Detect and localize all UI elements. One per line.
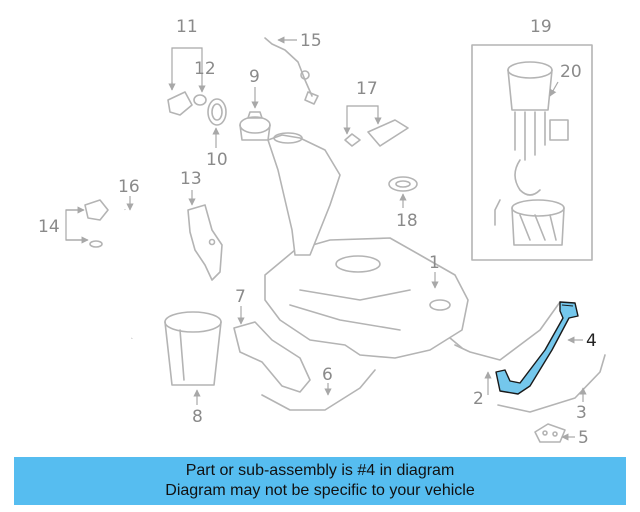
callout-5: 5 (578, 428, 589, 448)
fuel-pump-module (471, 44, 593, 261)
seal-10 (207, 98, 227, 126)
callout-2: 2 (473, 389, 484, 409)
callout-7: 7 (235, 287, 246, 307)
hose-16 (123, 209, 147, 339)
callout-13: 13 (180, 169, 202, 189)
callout-6: 6 (322, 365, 333, 385)
callout-17: 17 (356, 79, 378, 99)
callout-15: 15 (300, 31, 322, 51)
fuel-tank (264, 132, 469, 359)
strap-4-highlighted (495, 301, 579, 395)
fitting-14 (84, 199, 109, 248)
sensor-15 (264, 37, 319, 105)
callout-12: 12 (194, 59, 216, 79)
info-banner: Part or sub-assembly is #4 in diagram Di… (14, 457, 626, 505)
exploded-parts-diagram: 1 2 3 4 5 6 7 8 9 10 11 12 13 14 15 16 1… (38, 17, 606, 448)
callout-8: 8 (192, 407, 203, 427)
callout-20: 20 (560, 62, 582, 82)
strap-6 (261, 369, 376, 411)
callout-14: 14 (38, 217, 60, 237)
banner-line-1: Part or sub-assembly is #4 in diagram (185, 462, 455, 479)
callout-18: 18 (396, 211, 418, 231)
callout-4: 4 (586, 331, 597, 351)
callout-10: 10 (206, 150, 228, 170)
leader-lines (65, 36, 587, 441)
callout-19: 19 (530, 17, 552, 37)
strap-3 (497, 354, 606, 413)
callout-9: 9 (249, 67, 260, 87)
callout-11: 11 (176, 17, 198, 37)
callout-numbers: 1 2 3 4 5 6 7 8 9 10 11 12 13 14 15 16 1… (38, 17, 597, 448)
callout-1: 1 (429, 253, 440, 273)
callout-3: 3 (576, 403, 587, 423)
grommet-18 (388, 176, 418, 192)
plug-11 (167, 91, 193, 116)
strap-2 (449, 301, 561, 361)
cap-9 (239, 111, 271, 141)
bracket-13 (187, 204, 223, 281)
part-17 (344, 119, 409, 147)
banner-line-2: Diagram may not be specific to your vehi… (165, 482, 475, 499)
cup-8 (164, 311, 222, 386)
ring-12 (193, 94, 207, 106)
heat-shield-7 (233, 321, 311, 393)
callout-16: 16 (118, 177, 140, 197)
bracket-5 (534, 423, 566, 443)
